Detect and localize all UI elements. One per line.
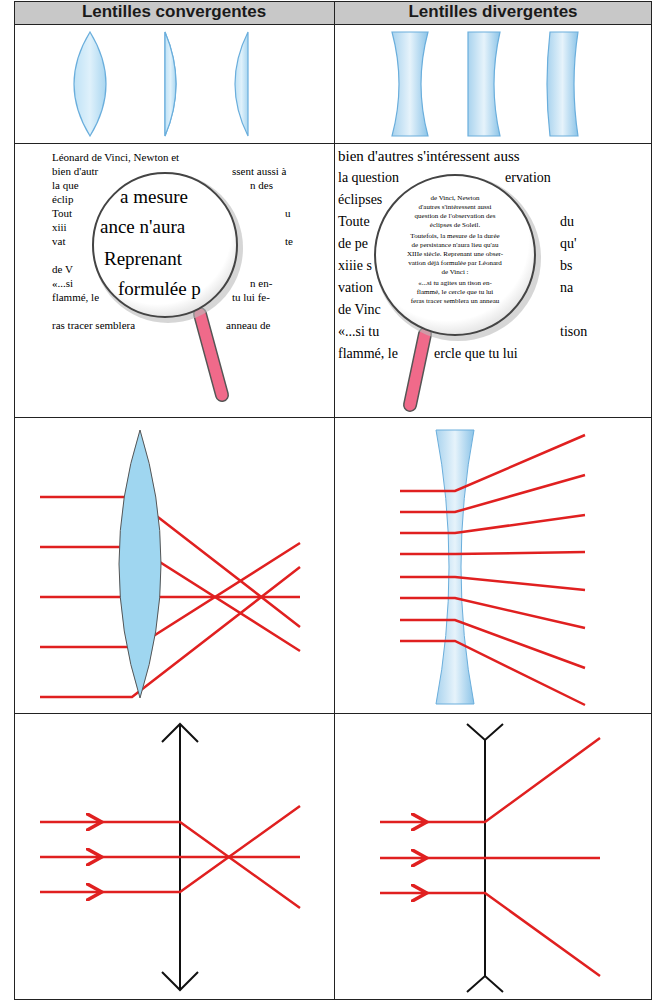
page-text: bien d'autr: [52, 165, 98, 178]
page-text: ercle que tu lui: [434, 346, 518, 362]
page-text: éclipses: [338, 192, 382, 208]
page-text: de V: [52, 263, 73, 276]
page-text: tu lui fe-: [232, 291, 270, 304]
page-text: vat: [52, 235, 65, 248]
page-text: xiiie s: [338, 258, 372, 274]
page-text: flammé, le: [338, 346, 398, 362]
page-text: Tout: [52, 207, 72, 220]
page-text: du: [560, 214, 574, 230]
magnified-text: de Vinci :: [441, 269, 468, 276]
page-text: u: [285, 207, 291, 220]
page-text: «...si: [52, 277, 73, 290]
page-text: ance n'aura: [100, 216, 185, 238]
page-text: qu': [560, 236, 577, 252]
magnified-text: «...si tu agites un tison en-: [418, 280, 492, 287]
magnified-text: d'autres s'intéressent aussi: [419, 204, 492, 211]
page-text: la question: [338, 170, 399, 186]
magnified-text: question de l'observation des: [415, 213, 496, 220]
magnified-text: éclipses de Soleil.: [430, 222, 480, 229]
page-text: tison: [560, 324, 587, 340]
page-text: xiii: [52, 221, 67, 234]
column-header: Lentilles convergentes: [82, 2, 266, 22]
page-text: ssent aussi à: [232, 165, 286, 178]
magnified-text: de Vinci, Newton: [430, 195, 479, 202]
page-text: flammé, le: [52, 291, 99, 304]
page-text: a mesure: [120, 186, 188, 208]
page-text: de pe: [338, 236, 368, 252]
page-text: «...si tu: [338, 324, 379, 340]
page-text: bs: [560, 258, 572, 274]
magnified-text: vation déjà formulée par Léonard: [408, 260, 502, 267]
page-text: formulée p: [118, 278, 201, 300]
page-text: vation: [338, 280, 373, 296]
page-text: ras tracer semblera: [52, 319, 135, 332]
page-text: bien d'autres s'intéressent auss: [338, 148, 520, 165]
page-text: ervation: [505, 170, 551, 186]
page-text: n en-: [250, 277, 272, 290]
page-text: la que: [52, 179, 79, 192]
page-text: na: [560, 280, 573, 296]
column-header: Lentilles divergentes: [408, 2, 577, 22]
magnified-text: flammé, le cercle que tu lui: [417, 289, 494, 296]
magnified-text: de persistance n'aura lieu qu'au: [412, 242, 499, 249]
magnified-text: XIIIe siècle. Reprenant une obser-: [407, 251, 503, 258]
page-text: te: [285, 235, 293, 248]
page-text: n des: [250, 179, 273, 192]
page-text: Toute: [338, 214, 370, 230]
page-text: Reprenant: [104, 248, 182, 270]
magnified-text: feras tracer semblera un anneau: [411, 298, 500, 305]
page-text: de Vinc: [338, 302, 381, 318]
page-text: Léonard de Vinci, Newton et: [52, 151, 179, 164]
magnified-text: Toutefois, la mesure de la durée: [410, 233, 499, 240]
page-text: anneau de: [226, 319, 270, 332]
page-text: éclip: [52, 193, 73, 206]
